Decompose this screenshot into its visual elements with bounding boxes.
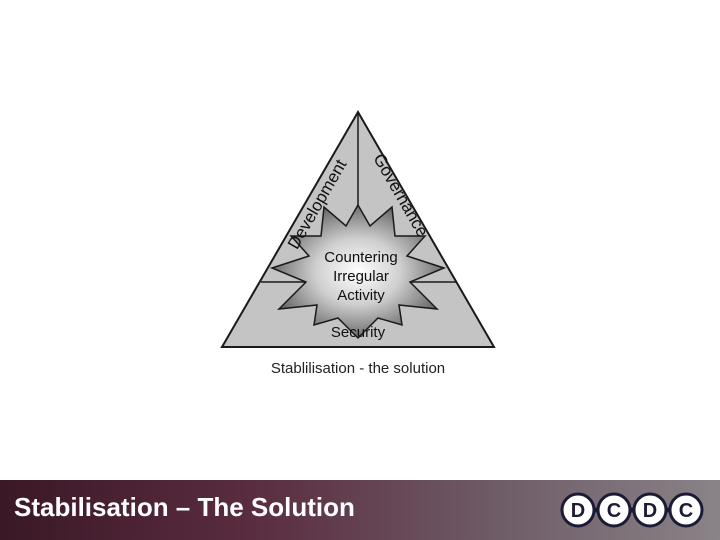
logo-letter-4-text: C: [679, 500, 693, 522]
logo-letter-2: C: [596, 492, 632, 528]
slide-title: Stabilisation – The Solution: [14, 492, 355, 522]
diagram-caption: Stablilisation - the solution: [271, 360, 445, 377]
dcdc-logo: D C D C: [560, 492, 704, 528]
logo-letter-3-text: D: [643, 500, 657, 522]
logo-letter-2-text: C: [607, 500, 621, 522]
security-label: Security: [331, 324, 386, 341]
logo-letter-4: C: [668, 492, 704, 528]
logo-letter-1-text: D: [571, 500, 585, 522]
logo-letter-1: D: [560, 492, 596, 528]
center-line-1: Countering: [324, 249, 397, 266]
stabilisation-triangle-diagram: Development Governance Countering Irregu…: [220, 110, 496, 377]
explosion-star: [269, 203, 447, 340]
center-line-3: Activity: [337, 287, 385, 304]
logo-letter-3: D: [632, 492, 668, 528]
center-line-2: Irregular: [333, 268, 389, 285]
footer-bar: Stabilisation – The Solution: [0, 480, 720, 540]
